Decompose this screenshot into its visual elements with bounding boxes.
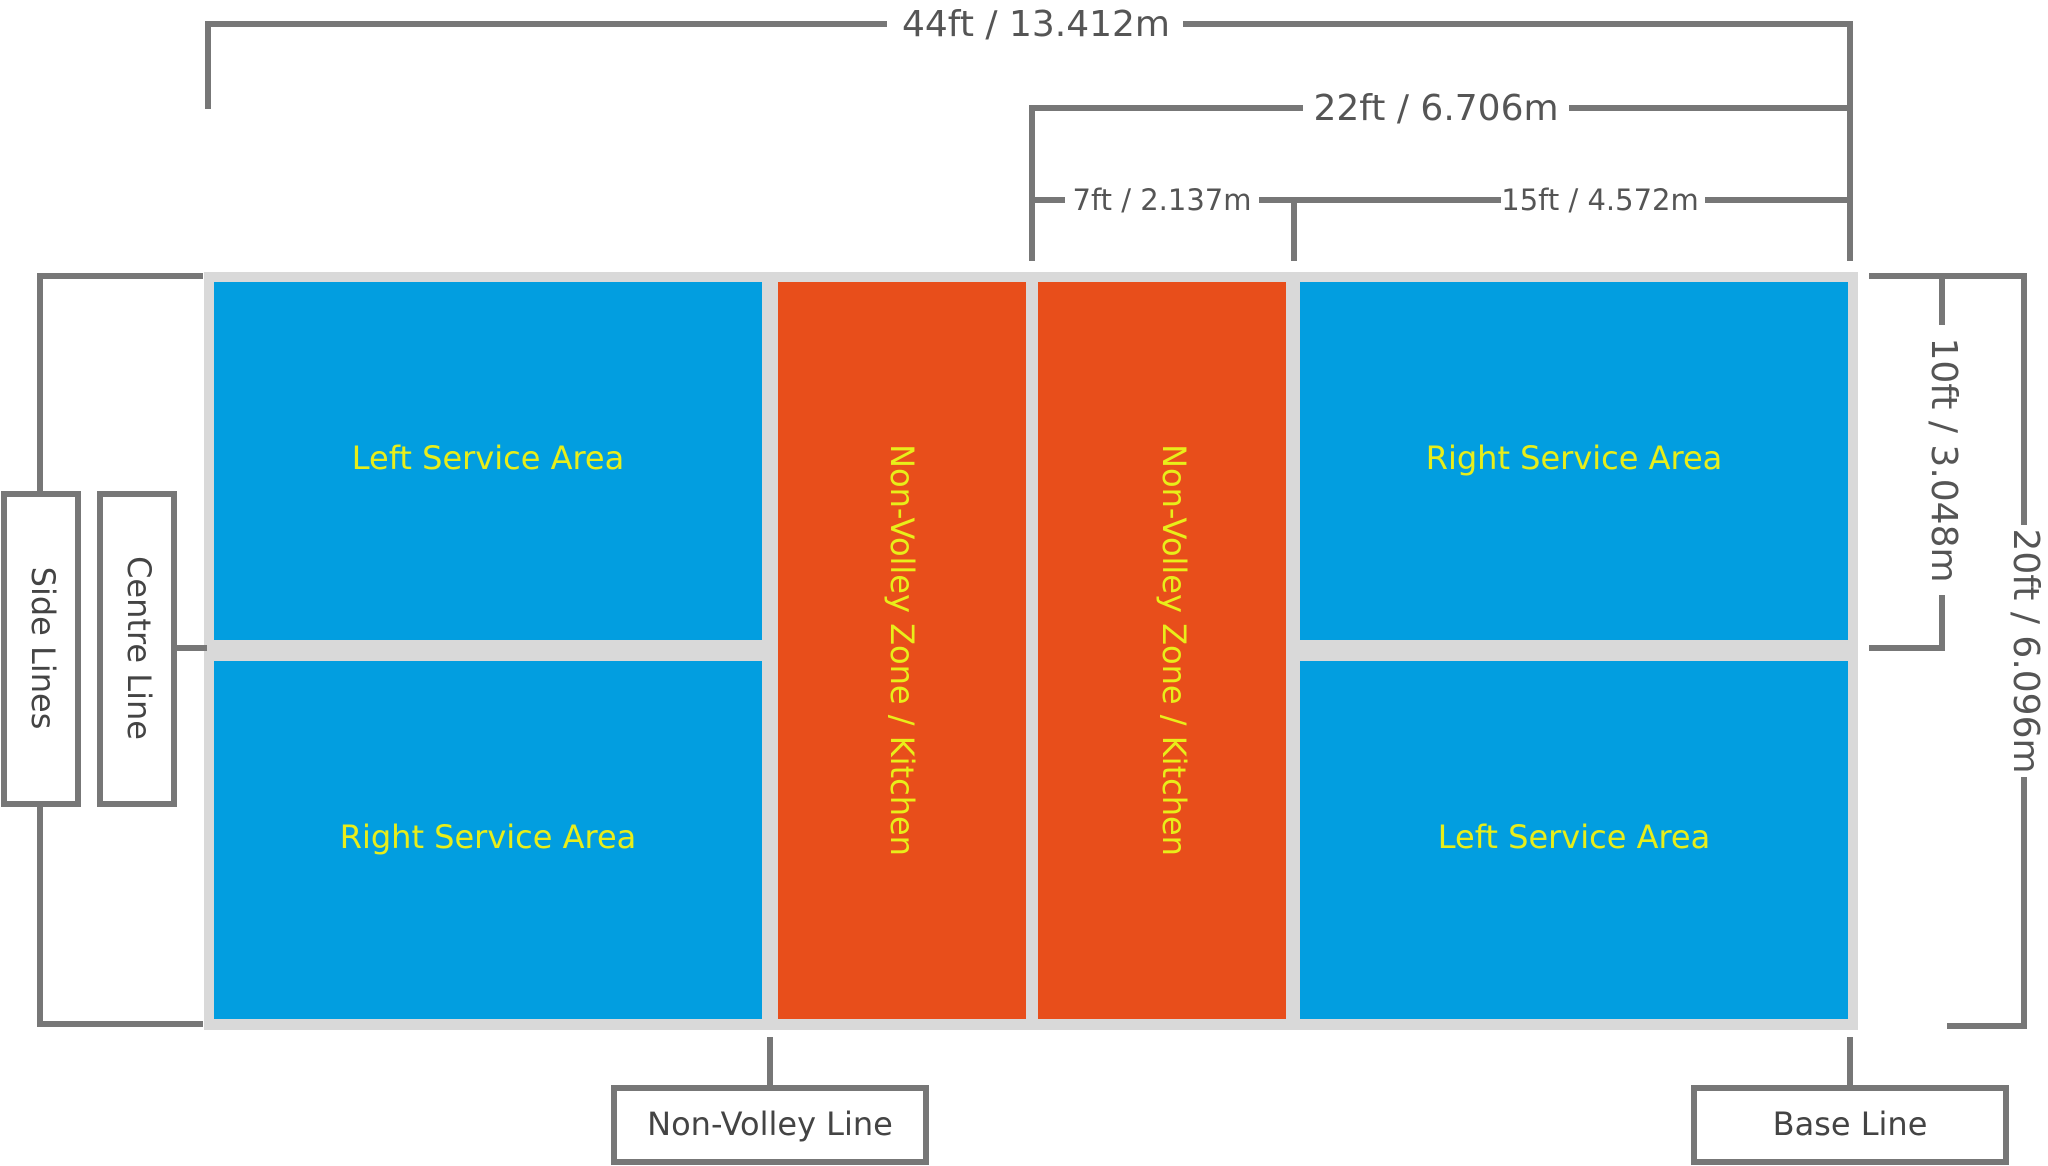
dim-label-overall-length: 44ft / 13.412m bbox=[902, 4, 1170, 45]
zone-label-kitchen-right: Non-Volley Zone / Kitchen bbox=[1155, 444, 1193, 856]
zone-label-top-left: Left Service Area bbox=[352, 439, 624, 477]
dim-line-overall-width-bottom bbox=[1947, 777, 2027, 1029]
callout-box-centre-line bbox=[97, 491, 177, 807]
callout-base-line: Base Line bbox=[1691, 1085, 2009, 1165]
zone-label-kitchen-left: Non-Volley Zone / Kitchen bbox=[883, 444, 921, 856]
callout-centre-line: Centre Line bbox=[97, 491, 177, 807]
callout-box-non-volley-line bbox=[611, 1085, 929, 1165]
dim-label-half-length: 22ft / 6.706m bbox=[1313, 88, 1558, 129]
callout-label-base-line: Base Line bbox=[1773, 1105, 1928, 1143]
dim-line-overall-width bbox=[1869, 273, 2027, 525]
bracket-side-lines bbox=[37, 273, 203, 495]
service-area-bottom-left bbox=[214, 661, 762, 1019]
callout-label-non-volley-line: Non-Volley Line bbox=[647, 1105, 893, 1143]
dim-line-half-width-bottom bbox=[1869, 595, 1945, 651]
dim-line-half-width bbox=[1869, 273, 1945, 325]
zone-label-bottom-right: Left Service Area bbox=[1438, 818, 1710, 856]
dim-line-overall-length-right bbox=[1183, 21, 1853, 261]
callout-non-volley-line: Non-Volley Line bbox=[611, 1085, 929, 1165]
dim-line-half-length bbox=[1029, 105, 1303, 261]
dim-label-kitchen-depth: 7ft / 2.137m bbox=[1073, 183, 1252, 217]
dim-line-overall-length bbox=[205, 21, 887, 109]
service-area-top-left bbox=[214, 282, 762, 640]
callout-label-side-lines: Side Lines bbox=[24, 567, 62, 730]
callout-side-lines: Side Lines bbox=[1, 491, 81, 807]
dimension-lines bbox=[37, 21, 2027, 1089]
callout-box-side-lines bbox=[1, 491, 81, 807]
kitchen-right bbox=[1038, 282, 1286, 1019]
zone-label-bottom-left: Right Service Area bbox=[340, 818, 637, 856]
dim-label-overall-width: 20ft / 6.096m bbox=[2005, 528, 2046, 773]
kitchen-left bbox=[778, 282, 1026, 1019]
zone-label-top-right: Right Service Area bbox=[1426, 439, 1723, 477]
callout-label-centre-line: Centre Line bbox=[120, 556, 158, 740]
court bbox=[204, 272, 1858, 1030]
dim-label-half-width: 10ft / 3.048m bbox=[1923, 337, 1964, 582]
callout-box-base-line bbox=[1691, 1085, 2009, 1165]
service-area-bottom-right bbox=[1300, 661, 1848, 1019]
bracket-side-lines-bottom bbox=[37, 805, 203, 1027]
dim-label-service-depth: 15ft / 4.572m bbox=[1501, 183, 1698, 217]
service-area-top-right bbox=[1300, 282, 1848, 640]
